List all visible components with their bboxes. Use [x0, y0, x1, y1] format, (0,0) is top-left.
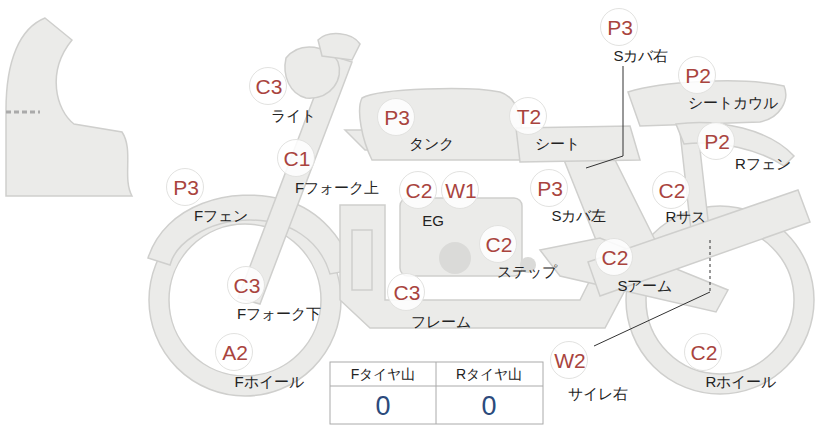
- table-header: Rタイヤ山: [439, 365, 539, 383]
- part-name: フレーム: [411, 313, 471, 331]
- condition-code: P3: [378, 99, 416, 137]
- condition-code: P3: [167, 169, 205, 207]
- part-name: Fフォーク下: [237, 305, 321, 323]
- leader-line: [586, 66, 623, 168]
- part-name: Sカバ左: [551, 207, 606, 225]
- condition-circle: T2シート: [509, 97, 547, 135]
- condition-circle: C2Sアーム: [595, 238, 633, 276]
- table-value: 0: [333, 390, 433, 422]
- condition-code: P3: [601, 9, 639, 47]
- condition-circle: P3Fフェン: [166, 168, 204, 206]
- part-name: Fホイール: [234, 373, 303, 391]
- condition-code: C2: [685, 334, 723, 372]
- part-name: サイレ右: [568, 385, 628, 403]
- part-name: シートカウル: [688, 94, 778, 112]
- condition-circle: P3Sカバ右: [600, 8, 638, 46]
- condition-circle: W2サイレ右: [550, 341, 588, 379]
- condition-code: T2: [510, 98, 548, 136]
- part-name: Rサス: [666, 208, 707, 226]
- condition-code: P2: [679, 57, 717, 95]
- table-value: 0: [439, 390, 539, 422]
- part-name: Sカバ右: [613, 47, 668, 65]
- part-name: タンク: [409, 135, 454, 153]
- condition-code: C3: [250, 68, 288, 106]
- condition-code: P2: [698, 123, 736, 161]
- condition-code: P3: [531, 170, 569, 208]
- part-name: Fフェン: [194, 207, 248, 225]
- condition-circle: P3Sカバ左: [530, 169, 568, 207]
- condition-code: W1: [442, 172, 480, 210]
- condition-circle: A2Fホイール: [215, 333, 253, 371]
- condition-circle: C2EG: [399, 171, 437, 209]
- condition-circle: C2Rホイール: [684, 333, 722, 371]
- condition-circle: C2ステップ: [479, 225, 517, 263]
- condition-code: A2: [216, 334, 254, 372]
- condition-code: C2: [653, 172, 691, 210]
- condition-circle: P2シートカウル: [678, 56, 716, 94]
- part-name: Fフォーク上: [295, 179, 379, 197]
- part-name: ステップ: [497, 263, 557, 281]
- condition-circle: P3タンク: [377, 98, 415, 136]
- condition-code: C1: [278, 140, 316, 178]
- table-header: Fタイヤ山: [333, 365, 433, 383]
- condition-code: C2: [400, 172, 438, 210]
- condition-circle: C3フレーム: [387, 273, 425, 311]
- condition-code: C3: [228, 267, 266, 305]
- part-name: Rホイール: [706, 373, 777, 391]
- part-name: Sアーム: [617, 277, 672, 295]
- condition-code: W2: [551, 342, 589, 380]
- part-name: EG: [422, 212, 444, 230]
- condition-circle: C3Fフォーク下: [227, 266, 265, 304]
- condition-circle: P2Rフェン: [697, 122, 735, 160]
- condition-code: C3: [388, 274, 426, 312]
- tyre-table: [330, 362, 543, 424]
- condition-circle: C2Rサス: [652, 171, 690, 209]
- leader-line: [710, 240, 711, 292]
- condition-code: C2: [596, 239, 634, 277]
- condition-circle: W1: [441, 171, 479, 209]
- condition-code: C2: [480, 226, 518, 264]
- part-name: Rフェン: [735, 155, 791, 173]
- condition-circle: C1Fフォーク上: [277, 139, 315, 177]
- condition-circle: C3ライト: [249, 67, 287, 105]
- part-name: ライト: [271, 107, 316, 125]
- part-name: シート: [535, 135, 580, 153]
